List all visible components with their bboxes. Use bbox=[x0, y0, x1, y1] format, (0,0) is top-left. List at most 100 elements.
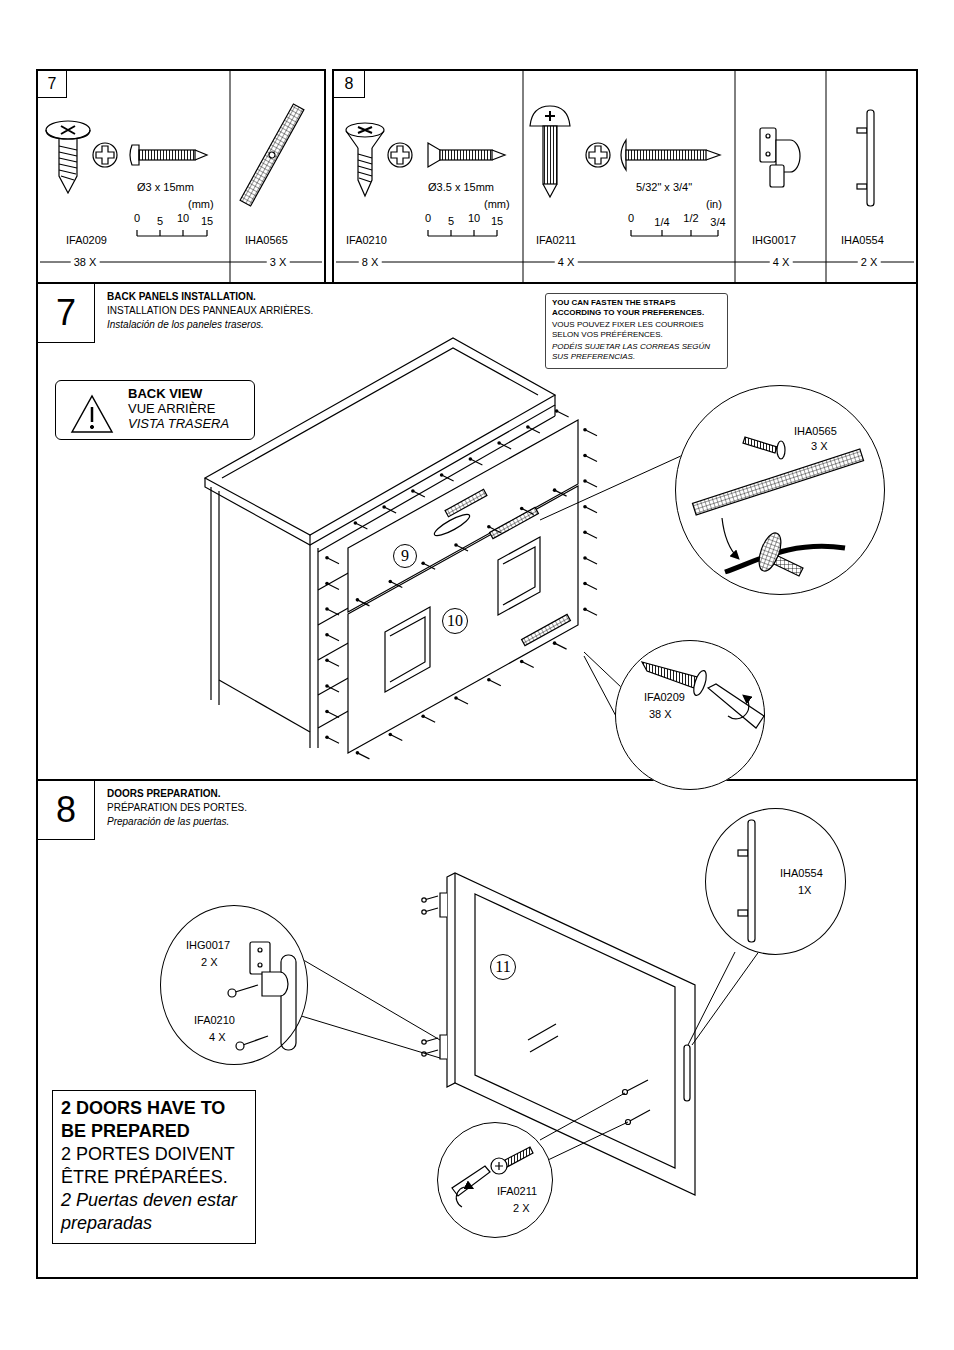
step-number: 8 bbox=[56, 789, 76, 831]
scale-mark: 1/2 bbox=[683, 212, 698, 224]
part-label: IFA0209 bbox=[644, 691, 685, 704]
cabinet-drawing bbox=[310, 545, 318, 748]
hardware-icon bbox=[530, 106, 570, 126]
note-box: 2 DOORS HAVE TO BE PREPARED2 PORTES DOIV… bbox=[52, 1090, 256, 1244]
screw-mark bbox=[553, 641, 557, 645]
part-label: 2 X bbox=[201, 956, 218, 969]
door-drawing bbox=[422, 898, 426, 902]
hardware-icon bbox=[543, 184, 557, 197]
detail-ground bbox=[437, 1122, 553, 1238]
hinge-detail bbox=[228, 942, 296, 1050]
scale-mark: 3/4 bbox=[710, 216, 725, 228]
note-text: 2 PORTES DOIVENT ÊTRE PRÉPARÉES. bbox=[61, 1143, 247, 1189]
screw-mark bbox=[583, 582, 597, 590]
hardware-icon bbox=[857, 128, 867, 133]
screw-mark bbox=[325, 735, 329, 739]
screw-mark bbox=[583, 505, 587, 509]
screw-mark bbox=[585, 481, 597, 487]
hinge-detail bbox=[250, 942, 270, 974]
step-number: 7 bbox=[56, 292, 76, 334]
screw-mark bbox=[388, 733, 392, 737]
screw-detail bbox=[456, 1187, 472, 1207]
unit: (mm) bbox=[484, 198, 510, 210]
frame bbox=[336, 262, 914, 263]
hardware-icon bbox=[621, 140, 626, 170]
hinge-detail bbox=[236, 1042, 244, 1050]
step-heading: Preparación de las puertas. bbox=[107, 816, 229, 828]
hardware-icon bbox=[137, 230, 207, 236]
callout-number: 10 bbox=[447, 612, 463, 630]
screw-mark bbox=[442, 475, 454, 481]
hardware-icon bbox=[766, 152, 770, 156]
handle-detail bbox=[748, 820, 755, 942]
step-heading: Instalación de los paneles traseros. bbox=[107, 319, 264, 331]
screw-mark bbox=[583, 428, 597, 436]
hardware-icon bbox=[46, 130, 90, 139]
screw-mark bbox=[325, 633, 339, 641]
cabinet-drawing bbox=[522, 614, 571, 645]
screw-mark bbox=[526, 425, 540, 433]
hardware-icon bbox=[589, 146, 607, 164]
screw-mark bbox=[325, 607, 339, 615]
part-code: IHG0017 bbox=[752, 234, 796, 246]
dimension: 5/32" x 3/4" bbox=[636, 181, 692, 193]
note-text: 2 DOORS HAVE TO BE PREPARED bbox=[61, 1097, 247, 1143]
screw-mark bbox=[583, 479, 597, 487]
dimension: Ø3.5 x 15mm bbox=[428, 181, 494, 193]
screw-mark bbox=[522, 661, 534, 667]
handle-detail bbox=[738, 850, 748, 856]
screw-mark bbox=[325, 684, 329, 688]
door-drawing bbox=[422, 1040, 426, 1044]
hardware-icon bbox=[358, 154, 372, 182]
screw-mark bbox=[583, 531, 597, 539]
door-drawing bbox=[625, 1080, 650, 1122]
detail-circle: IFA020938 X bbox=[615, 640, 765, 790]
screw-mark bbox=[325, 582, 339, 590]
hardware-icon bbox=[388, 143, 412, 167]
hardware-icon bbox=[346, 123, 384, 137]
screw-mark bbox=[456, 698, 468, 704]
hardware-icon bbox=[391, 146, 409, 164]
callout-circle: 10 bbox=[442, 608, 468, 634]
screw-mark bbox=[553, 641, 567, 649]
frame bbox=[735, 70, 736, 283]
screw-mark bbox=[553, 488, 567, 496]
hardware-icon bbox=[770, 165, 784, 187]
hardware-icon bbox=[545, 111, 555, 121]
part-label: 1X bbox=[798, 884, 811, 897]
leader-line bbox=[540, 1093, 628, 1160]
screw-mark bbox=[583, 531, 587, 535]
frame bbox=[37, 779, 917, 781]
cabinet-drawing bbox=[390, 617, 425, 682]
strap-detail bbox=[692, 449, 863, 515]
screw-mark bbox=[356, 598, 370, 606]
screw-mark bbox=[327, 660, 339, 666]
screw-mark bbox=[583, 556, 597, 564]
hinge-detail bbox=[258, 948, 262, 952]
scale-mark: 10 bbox=[468, 212, 480, 224]
part-code: IHA0565 bbox=[245, 234, 288, 246]
warning-text: VISTA TRASERA bbox=[128, 416, 248, 431]
strap-detail bbox=[743, 437, 777, 453]
detail-ground bbox=[675, 385, 885, 595]
screw-mark bbox=[583, 454, 587, 458]
screw-mark bbox=[499, 443, 511, 449]
frame bbox=[40, 70, 914, 283]
hardware-icon bbox=[268, 151, 276, 159]
screw-mark bbox=[354, 521, 358, 525]
screw-mark bbox=[327, 686, 339, 692]
screw-mark bbox=[583, 582, 587, 586]
unit: (mm) bbox=[188, 198, 214, 210]
hardware-icon bbox=[59, 139, 77, 193]
leader-line bbox=[540, 455, 683, 520]
cabinet-drawing bbox=[445, 489, 487, 516]
door-drawing bbox=[454, 873, 455, 1083]
screw-mark bbox=[325, 633, 329, 637]
screw-detail bbox=[728, 696, 749, 719]
screw-mark bbox=[327, 635, 339, 641]
cabinet-drawing bbox=[385, 607, 430, 692]
screw-detail bbox=[691, 669, 709, 697]
screw-mark bbox=[421, 714, 435, 722]
screw-mark bbox=[413, 491, 425, 497]
screw-mark bbox=[454, 696, 468, 704]
